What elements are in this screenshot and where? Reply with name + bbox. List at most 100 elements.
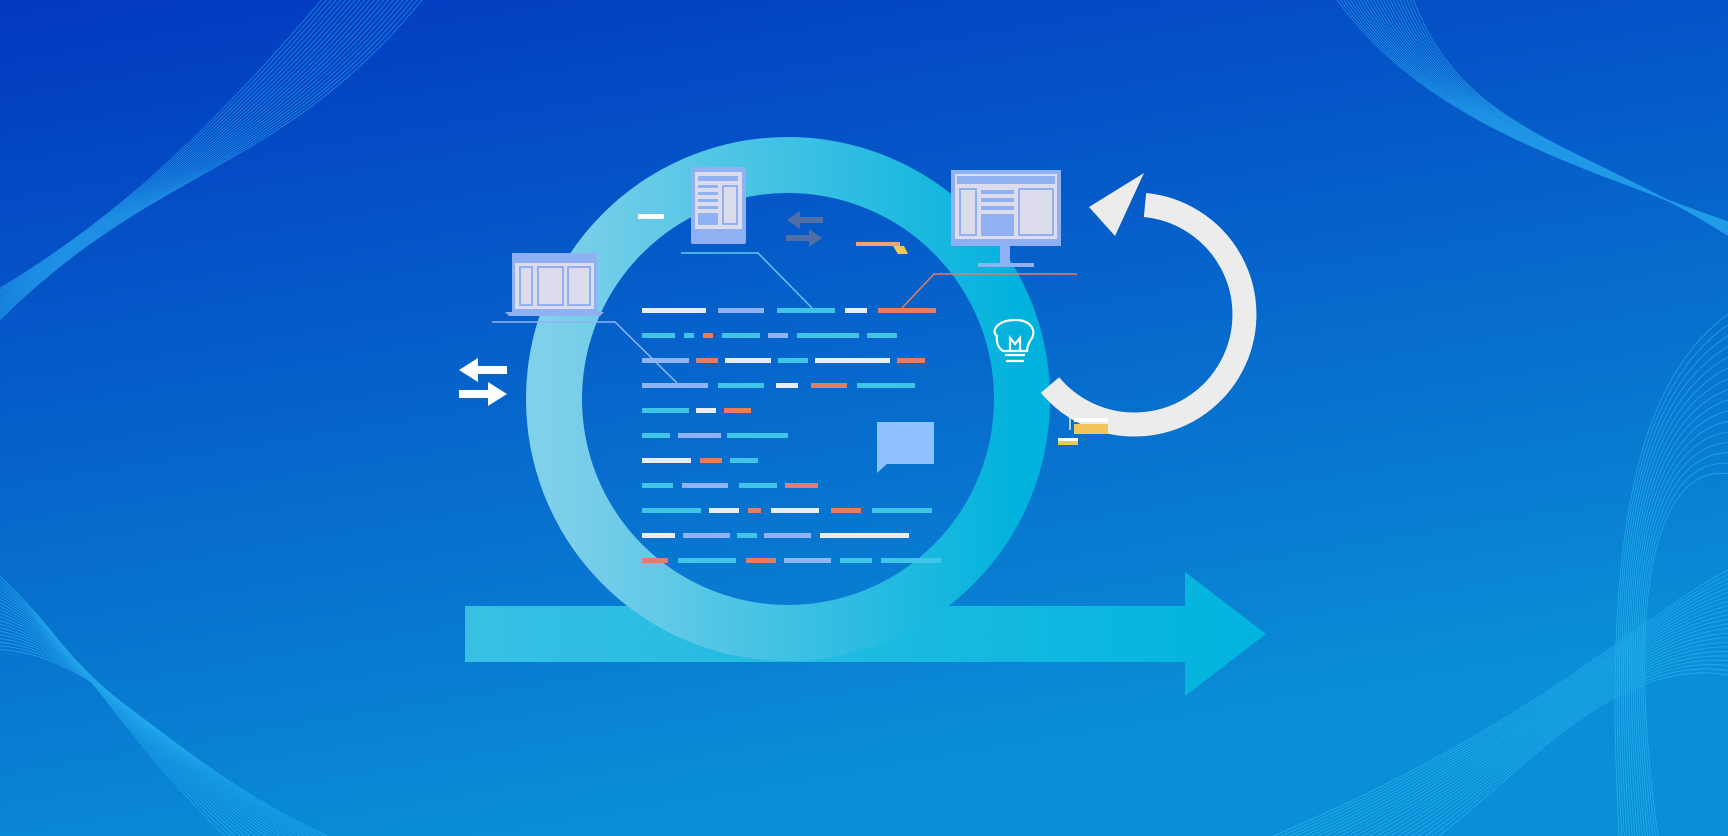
wave-line: [1642, 462, 1728, 836]
wave-line: [0, 0, 323, 289]
code-line-segment: [764, 533, 811, 538]
wave-line: [1294, 582, 1728, 836]
wave-line: [1339, 609, 1728, 836]
code-line-segment: [642, 358, 689, 363]
wave-line: [0, 0, 389, 310]
wave-line: [1324, 600, 1728, 836]
code-line-segment: [748, 508, 761, 513]
wave-line: [0, 0, 394, 311]
code-line-segment: [776, 383, 798, 388]
wave-line: [1628, 389, 1728, 836]
iteration-ring: [526, 137, 1050, 661]
cycle-arrow-head: [1089, 173, 1144, 236]
wave-line: [1622, 356, 1728, 836]
wave-line: [0, 579, 231, 836]
code-line-segment: [642, 433, 670, 438]
wave-line: [1417, 659, 1728, 836]
wave-line: [0, 0, 423, 321]
wave-line: [1636, 431, 1728, 836]
wave-line: [0, 0, 346, 296]
code-line-segment: [897, 358, 925, 363]
wave-line: [0, 0, 356, 299]
wave-line: [1614, 313, 1728, 836]
code-line-segment: [678, 433, 721, 438]
wave-line: [0, 0, 361, 301]
wave-line: [0, 0, 385, 308]
wave-line: [1624, 367, 1728, 836]
wave-line: [0, 0, 337, 294]
code-line-segment: [683, 533, 730, 538]
code-line-segment: [703, 333, 713, 338]
wave-line: [0, 0, 332, 292]
code-line-segment: [642, 533, 675, 538]
wave-line: [1630, 399, 1728, 836]
wave-line: [0, 0, 327, 291]
code-line-segment: [724, 408, 751, 413]
wave-line: [1280, 574, 1728, 836]
code-line-segment: [746, 558, 776, 563]
tablet-icon: [691, 167, 746, 244]
wave-line: [1620, 346, 1728, 836]
code-line-segment: [727, 433, 788, 438]
wave-line: [1317, 596, 1728, 836]
wave-line: [0, 576, 226, 836]
wave-line: [0, 0, 413, 318]
pencil-mark: [856, 242, 908, 254]
code-line-segment: [642, 383, 708, 388]
connector-lines: [492, 252, 1077, 430]
code-line-segment: [857, 383, 915, 388]
chat-bubble-icon: [877, 422, 934, 473]
wave-line: [0, 585, 241, 836]
laptop-icon: [505, 253, 604, 316]
code-line-segment: [642, 558, 668, 563]
wave-line: [0, 595, 256, 836]
wave-line: [0, 0, 351, 298]
code-line-segment: [642, 408, 689, 413]
wave-line: [1389, 642, 1728, 836]
wave-line: [1413, 0, 1728, 236]
code-line-segment: [784, 558, 831, 563]
code-line-segment: [768, 333, 788, 338]
code-line-segment: [642, 508, 701, 513]
wave-line: [0, 0, 342, 295]
code-line-segment: [872, 508, 932, 513]
wave-line: [1382, 637, 1728, 836]
wave-line: [1638, 441, 1728, 836]
code-line-segment: [725, 358, 771, 363]
wave-line: [1375, 632, 1728, 836]
code-line-segment: [718, 383, 764, 388]
wave-line: [0, 589, 246, 836]
code-line-segment: [739, 483, 777, 488]
code-line-segment: [678, 558, 736, 563]
wave-line: [1616, 324, 1728, 836]
tag-mark: [1058, 418, 1108, 445]
lightbulb-icon: [993, 318, 1035, 363]
code-line-segment: [797, 333, 859, 338]
wave-line: [0, 605, 271, 836]
code-line-segment: [642, 333, 675, 338]
wave-line: [1438, 672, 1728, 836]
wave-line: [1640, 452, 1728, 836]
code-line-segment: [684, 333, 694, 338]
wave-line: [1396, 646, 1728, 836]
wave-line: [0, 0, 370, 304]
dash-mark: [638, 214, 664, 219]
code-line-segment: [811, 383, 847, 388]
code-line-segment: [642, 308, 706, 313]
code-line-segment: [815, 358, 890, 363]
code-line-segment: [820, 533, 909, 538]
code-line-segment: [696, 358, 718, 363]
wave-line: [1410, 655, 1728, 836]
code-line-segment: [785, 483, 818, 488]
wave-line: [0, 592, 251, 836]
code-lines: [642, 308, 941, 563]
wave-line: [0, 0, 404, 314]
code-line-segment: [730, 458, 758, 463]
wave-line: [1331, 605, 1728, 836]
code-line-segment: [878, 308, 936, 313]
code-line-segment: [778, 358, 808, 363]
wave-line: [0, 0, 380, 307]
wave-line: [0, 0, 375, 305]
code-line-segment: [840, 558, 872, 563]
